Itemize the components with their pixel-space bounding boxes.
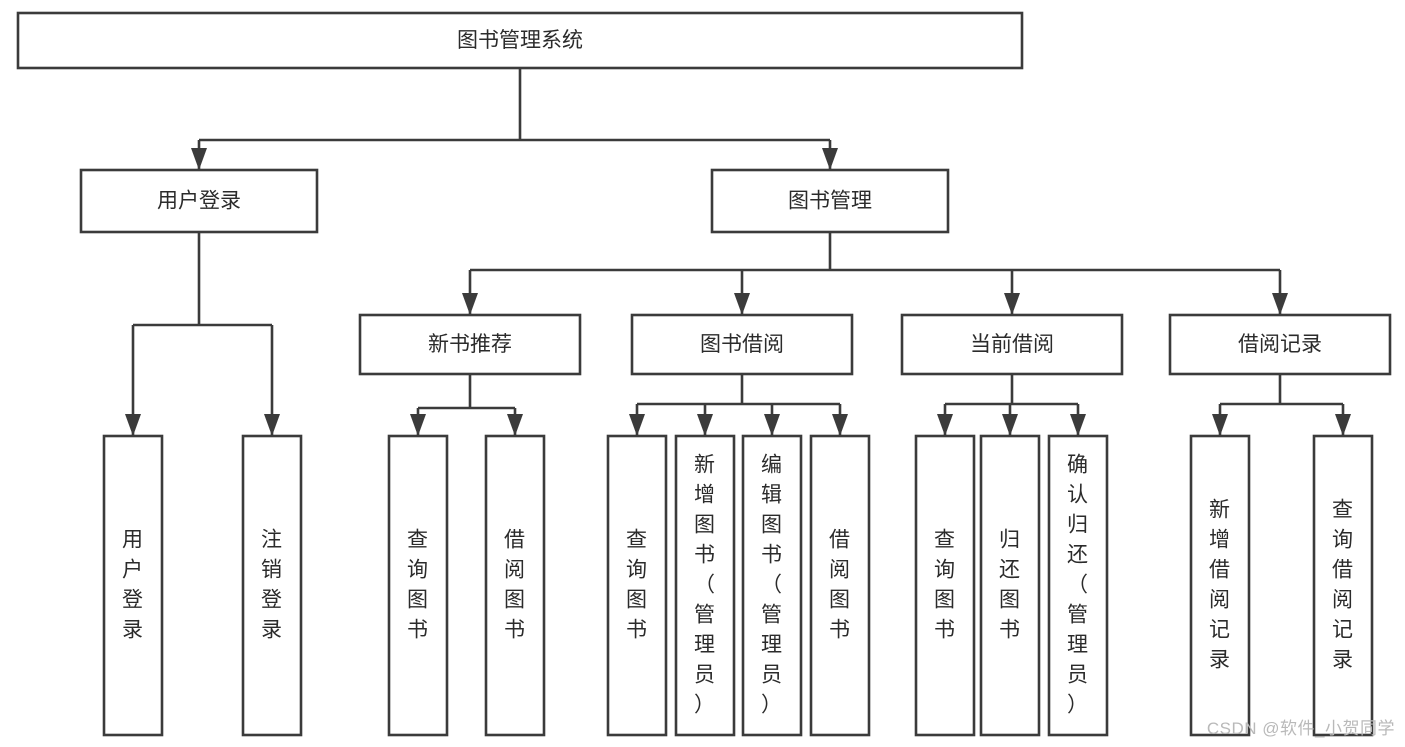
arrow-head-icon <box>1272 293 1288 315</box>
arrow-head-icon <box>1212 414 1228 436</box>
node-current-borrow[interactable]: 当前借阅 <box>900 313 1124 376</box>
node-box <box>1312 434 1374 737</box>
arrow-head-icon <box>125 414 141 436</box>
node-box <box>16 11 1024 70</box>
arrow-head-icon <box>764 414 780 436</box>
node-label: 用户登录 <box>157 190 241 213</box>
node-box <box>484 434 546 737</box>
arrow-head-icon <box>191 148 207 170</box>
node-root[interactable]: 图书管理系统 <box>16 11 1024 70</box>
node-label: 查询图书 <box>934 528 956 641</box>
node-box <box>900 313 1124 376</box>
node-box <box>387 434 449 737</box>
arrow-head-icon <box>264 414 280 436</box>
node-label: 查询图书 <box>407 528 429 641</box>
arrow-head-icon <box>629 414 645 436</box>
node-box <box>79 168 319 234</box>
node-leaf-edit-book[interactable]: 编辑图书（管理员） <box>741 434 803 737</box>
node-leaf-borrow-book[interactable]: 借阅图书 <box>809 434 871 737</box>
node-label: 新书推荐 <box>428 333 512 356</box>
node-box <box>741 434 803 737</box>
node-box <box>674 434 736 737</box>
node-box <box>1047 434 1109 737</box>
node-leaf-return-book[interactable]: 归还图书 <box>979 434 1041 737</box>
node-leaf-query-book-borrow[interactable]: 查询图书 <box>606 434 668 737</box>
node-label: 查询图书 <box>626 528 648 641</box>
node-box <box>914 434 976 737</box>
arrow-head-icon <box>1070 414 1086 436</box>
arrow-head-icon <box>822 148 838 170</box>
node-leaf-query-book-recommend[interactable]: 查询图书 <box>387 434 449 737</box>
watermark-label: CSDN @软件_小贺同学 <box>1206 719 1395 738</box>
arrow-head-icon <box>937 414 953 436</box>
node-box <box>710 168 950 234</box>
node-label: 新增借阅记录 <box>1209 498 1231 671</box>
node-leaf-user-login[interactable]: 用户登录 <box>102 434 164 737</box>
node-box <box>630 313 854 376</box>
node-label: 用户登录 <box>122 528 144 641</box>
node-leaf-query-borrow-record[interactable]: 查询借阅记录 <box>1312 434 1374 737</box>
arrow-head-icon <box>697 414 713 436</box>
arrow-head-icon <box>1004 293 1020 315</box>
node-book-management[interactable]: 图书管理 <box>710 168 950 234</box>
arrow-head-icon <box>1002 414 1018 436</box>
arrow-head-icon <box>462 293 478 315</box>
arrow-head-icon <box>832 414 848 436</box>
node-label: 确认归还（管理员） <box>1067 453 1089 716</box>
node-leaf-query-book-current[interactable]: 查询图书 <box>914 434 976 737</box>
arrow-head-icon <box>507 414 523 436</box>
node-box <box>241 434 303 737</box>
node-label: 归还图书 <box>999 528 1021 641</box>
node-box <box>1189 434 1251 737</box>
node-label: 图书管理 <box>788 190 872 213</box>
node-borrow-records[interactable]: 借阅记录 <box>1168 313 1392 376</box>
arrow-head-icon <box>410 414 426 436</box>
node-leaf-add-book[interactable]: 新增图书（管理员） <box>674 434 736 737</box>
node-label: 图书管理系统 <box>457 29 583 52</box>
node-box <box>809 434 871 737</box>
node-label: 注销登录 <box>261 528 283 641</box>
node-box <box>102 434 164 737</box>
arrow-head-icon <box>1335 414 1351 436</box>
node-leaf-logout[interactable]: 注销登录 <box>241 434 303 737</box>
node-user-login[interactable]: 用户登录 <box>79 168 319 234</box>
node-box <box>358 313 582 376</box>
node-book-borrow[interactable]: 图书借阅 <box>630 313 854 376</box>
node-leaf-confirm-return[interactable]: 确认归还（管理员） <box>1047 434 1109 737</box>
node-box <box>1168 313 1392 376</box>
node-new-book-recommend[interactable]: 新书推荐 <box>358 313 582 376</box>
arrow-head-icon <box>734 293 750 315</box>
node-leaf-add-borrow-record[interactable]: 新增借阅记录 <box>1189 434 1251 737</box>
node-box <box>979 434 1041 737</box>
node-label: 新增图书（管理员） <box>694 453 716 716</box>
node-label: 编辑图书（管理员） <box>761 453 783 716</box>
node-label: 借阅图书 <box>504 528 526 641</box>
node-layer: 图书管理系统用户登录图书管理新书推荐图书借阅当前借阅借阅记录用户登录注销登录查询… <box>16 11 1392 737</box>
node-label: 查询借阅记录 <box>1332 498 1354 671</box>
node-label: 图书借阅 <box>700 333 784 356</box>
connector-layer <box>125 68 1351 436</box>
node-box <box>606 434 668 737</box>
node-label: 借阅图书 <box>829 528 851 641</box>
node-label: 借阅记录 <box>1238 333 1322 356</box>
node-label: 当前借阅 <box>970 333 1054 356</box>
node-leaf-borrow-book-recommend[interactable]: 借阅图书 <box>484 434 546 737</box>
